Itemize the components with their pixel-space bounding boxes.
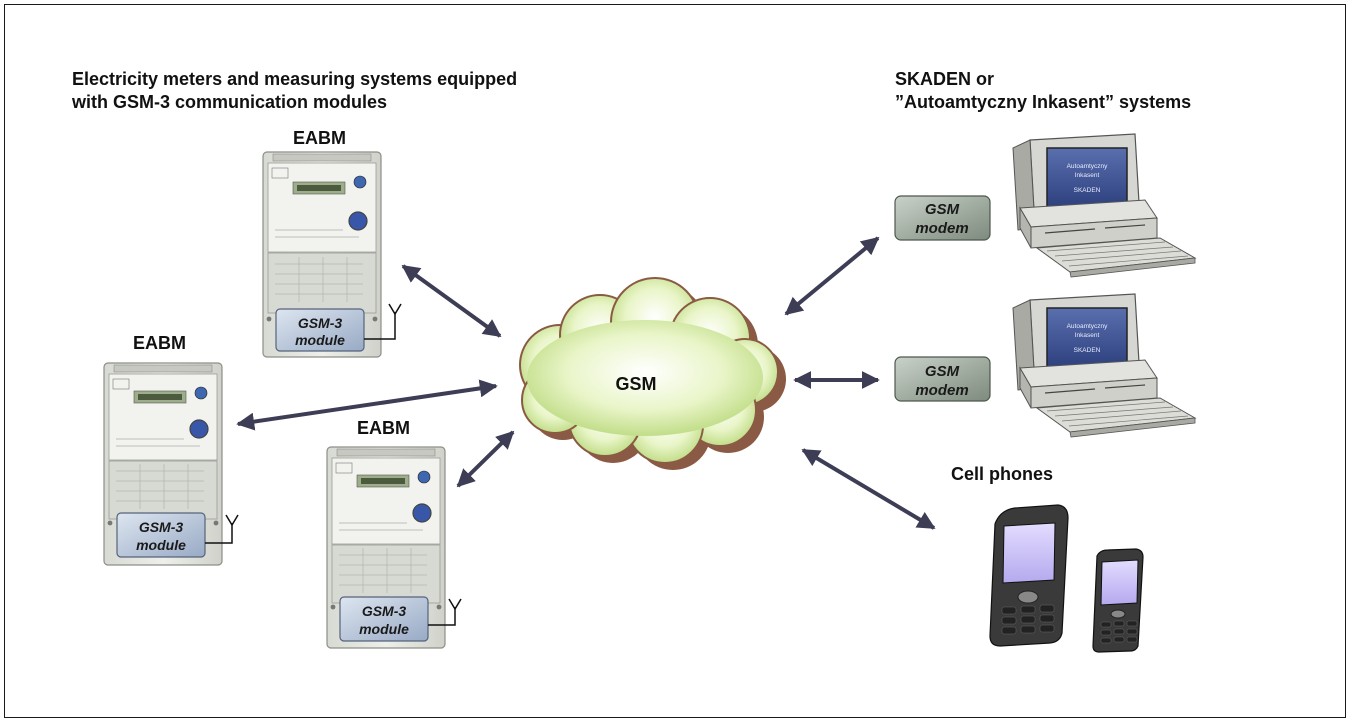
gsm-3-module xyxy=(339,596,429,642)
arrow-gsm-modem-top xyxy=(784,236,880,316)
right-heading: SKADEN or ”Autoamtyczny Inkasent” system… xyxy=(895,68,1191,114)
meter-bottom: GSM-3 module xyxy=(326,446,462,649)
gsm-modem xyxy=(894,356,991,402)
svg-text:module: module xyxy=(295,332,345,348)
meter-button xyxy=(412,503,432,523)
meter-label-left: EABM xyxy=(133,333,186,353)
arrow-top-meter-gsm xyxy=(401,264,502,338)
svg-text:SKADEN: SKADEN xyxy=(1074,187,1101,194)
svg-text:module: module xyxy=(359,621,409,637)
cell-phones-label: Cell phones xyxy=(951,464,1054,484)
svg-text:Inkasent: Inkasent xyxy=(1075,172,1100,179)
gsm-cloud: GSM xyxy=(519,277,786,470)
svg-text:GSM: GSM xyxy=(925,363,960,380)
gsm-modem xyxy=(894,195,991,241)
computer-icon: Autoamtyczny Inkasent SKADEN xyxy=(1012,133,1197,278)
antenna-icon xyxy=(205,523,233,544)
meter-top: GSM-3 module xyxy=(262,151,402,358)
computer-icon: Autoamtyczny Inkasent SKADEN xyxy=(1012,293,1197,438)
meter-left: GSM-3 module xyxy=(103,362,239,566)
svg-text:modem: modem xyxy=(915,382,968,399)
gsm-3-module xyxy=(116,512,206,558)
right-heading-line1: SKADEN or xyxy=(895,69,995,89)
arrow-left-meter-gsm xyxy=(236,379,498,431)
svg-text:Autoamtyczny: Autoamtyczny xyxy=(1067,323,1109,330)
svg-text:modem: modem xyxy=(915,220,968,237)
svg-text:module: module xyxy=(136,537,186,553)
meter-button xyxy=(348,211,368,231)
cell-phone-small xyxy=(1092,548,1144,653)
svg-text:Inkasent: Inkasent xyxy=(1075,332,1100,339)
computer-station-bottom: Autoamtyczny Inkasent SKADEN GSM xyxy=(894,293,1197,438)
antenna-icon xyxy=(428,607,456,626)
svg-text:SKADEN: SKADEN xyxy=(1074,347,1101,354)
svg-text:GSM-3: GSM-3 xyxy=(362,603,407,619)
diagram-frame xyxy=(4,4,1346,718)
cell-phone-large xyxy=(989,504,1069,647)
cloud-core xyxy=(527,320,763,436)
antenna-icon xyxy=(364,312,396,340)
arrow-gsm-cell-phones xyxy=(801,448,936,530)
gsm-label: GSM xyxy=(615,374,656,394)
right-heading-line2: ”Autoamtyczny Inkasent” systems xyxy=(895,92,1192,112)
computer-station-top: Autoamtyczny Inkasent SKADEN xyxy=(894,133,1197,278)
svg-text:GSM: GSM xyxy=(925,201,960,218)
arrows xyxy=(236,236,936,530)
left-heading-line1: Electricity meters and measuring systems… xyxy=(72,69,518,89)
left-heading-line2: with GSM-3 communication modules xyxy=(72,92,388,112)
svg-text:GSM-3: GSM-3 xyxy=(298,315,343,331)
arrow-bottom-meter-gsm xyxy=(456,430,515,488)
gsm-3-module xyxy=(275,308,365,352)
meter-button xyxy=(189,419,209,439)
left-heading: Electricity meters and measuring systems… xyxy=(72,68,517,114)
meter-label-top: EABM xyxy=(293,128,346,148)
svg-text:GSM-3: GSM-3 xyxy=(139,519,184,535)
svg-text:Autoamtyczny: Autoamtyczny xyxy=(1067,163,1109,170)
